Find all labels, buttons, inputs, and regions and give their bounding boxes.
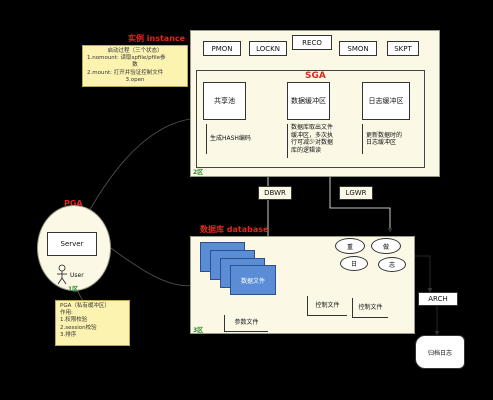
process-smon: SMON: [339, 41, 377, 56]
server-box: Server: [47, 232, 97, 256]
redo-log-2: 做: [371, 238, 401, 254]
pga-note-line: PGA（私有缓冲区）: [60, 303, 110, 309]
server-db-line: [99, 239, 196, 289]
archive-log: 归档日志: [415, 335, 465, 369]
user-icon: [57, 264, 67, 285]
process-reco: RECO: [292, 35, 332, 50]
sga-title: SGA: [305, 71, 326, 81]
redo-log-1: 重: [335, 238, 365, 254]
log-desc-note: 更新数据时的日志缓冲区: [362, 124, 407, 154]
lgwr-process: LGWR: [339, 186, 373, 200]
redo-log-3: 日: [340, 256, 368, 271]
process-pmon: PMON: [203, 41, 241, 56]
buffer-desc-note: 数据库取出文件缓冲区，多次执行可减少对数据库的逻辑读: [287, 124, 337, 158]
zone-3-label: 3区: [193, 327, 204, 334]
log-buffer: 日志缓冲区: [362, 82, 410, 120]
data-file: 数据文件: [230, 265, 276, 295]
shared-pool: 共享池: [203, 82, 246, 120]
pga-note-line: 作用:: [60, 310, 73, 317]
redo-log-4: 志: [378, 257, 406, 272]
startup-note-line: 启动过程（三个状态）: [107, 48, 163, 54]
zone-2-label: 2区: [193, 169, 204, 176]
startup-note: 启动过程（三个状态） 1.nomount: 读取spfile/pfile参 数 …: [82, 45, 188, 87]
pga-note-line: 3.排序: [60, 331, 77, 338]
buffer-cache: 数据缓冲区: [287, 82, 330, 120]
startup-note-line: 3.open: [125, 76, 145, 83]
sga-panel: [196, 70, 425, 168]
startup-note-line: 2.mount: 打开并验证控制文件: [87, 69, 164, 76]
control-file-2: 控制文件: [352, 298, 388, 318]
database-title: 数据库 database: [200, 225, 269, 234]
zone-1-label: 1区: [68, 286, 79, 293]
server-sga-line: [79, 115, 201, 229]
hash-code-note: 生成HASH编码: [206, 124, 254, 154]
pga-note-line: 1.权限校验: [60, 317, 88, 324]
arch-process: ARCH: [418, 292, 458, 306]
process-lockn: LOCKN: [249, 41, 287, 56]
lgwr-line: [329, 176, 393, 233]
pga-note: PGA（私有缓冲区） 作用: 1.权限校验 2.session校验 3.排序: [55, 300, 130, 346]
pga-title: PGA: [64, 199, 83, 208]
control-file-1: 控制文件: [307, 296, 347, 316]
param-file: 参数文件: [224, 315, 268, 332]
startup-note-line: 1.nomount: 读取spfile/pfile参: [87, 55, 166, 62]
startup-note-line: 数: [132, 62, 138, 69]
dbwr-process: DBWR: [258, 186, 292, 200]
user-label: User: [70, 272, 84, 279]
pga-note-line: 2.session校验: [60, 324, 97, 331]
instance-title: 实例 instance: [128, 34, 186, 43]
process-skpt: SKPT: [387, 41, 419, 56]
